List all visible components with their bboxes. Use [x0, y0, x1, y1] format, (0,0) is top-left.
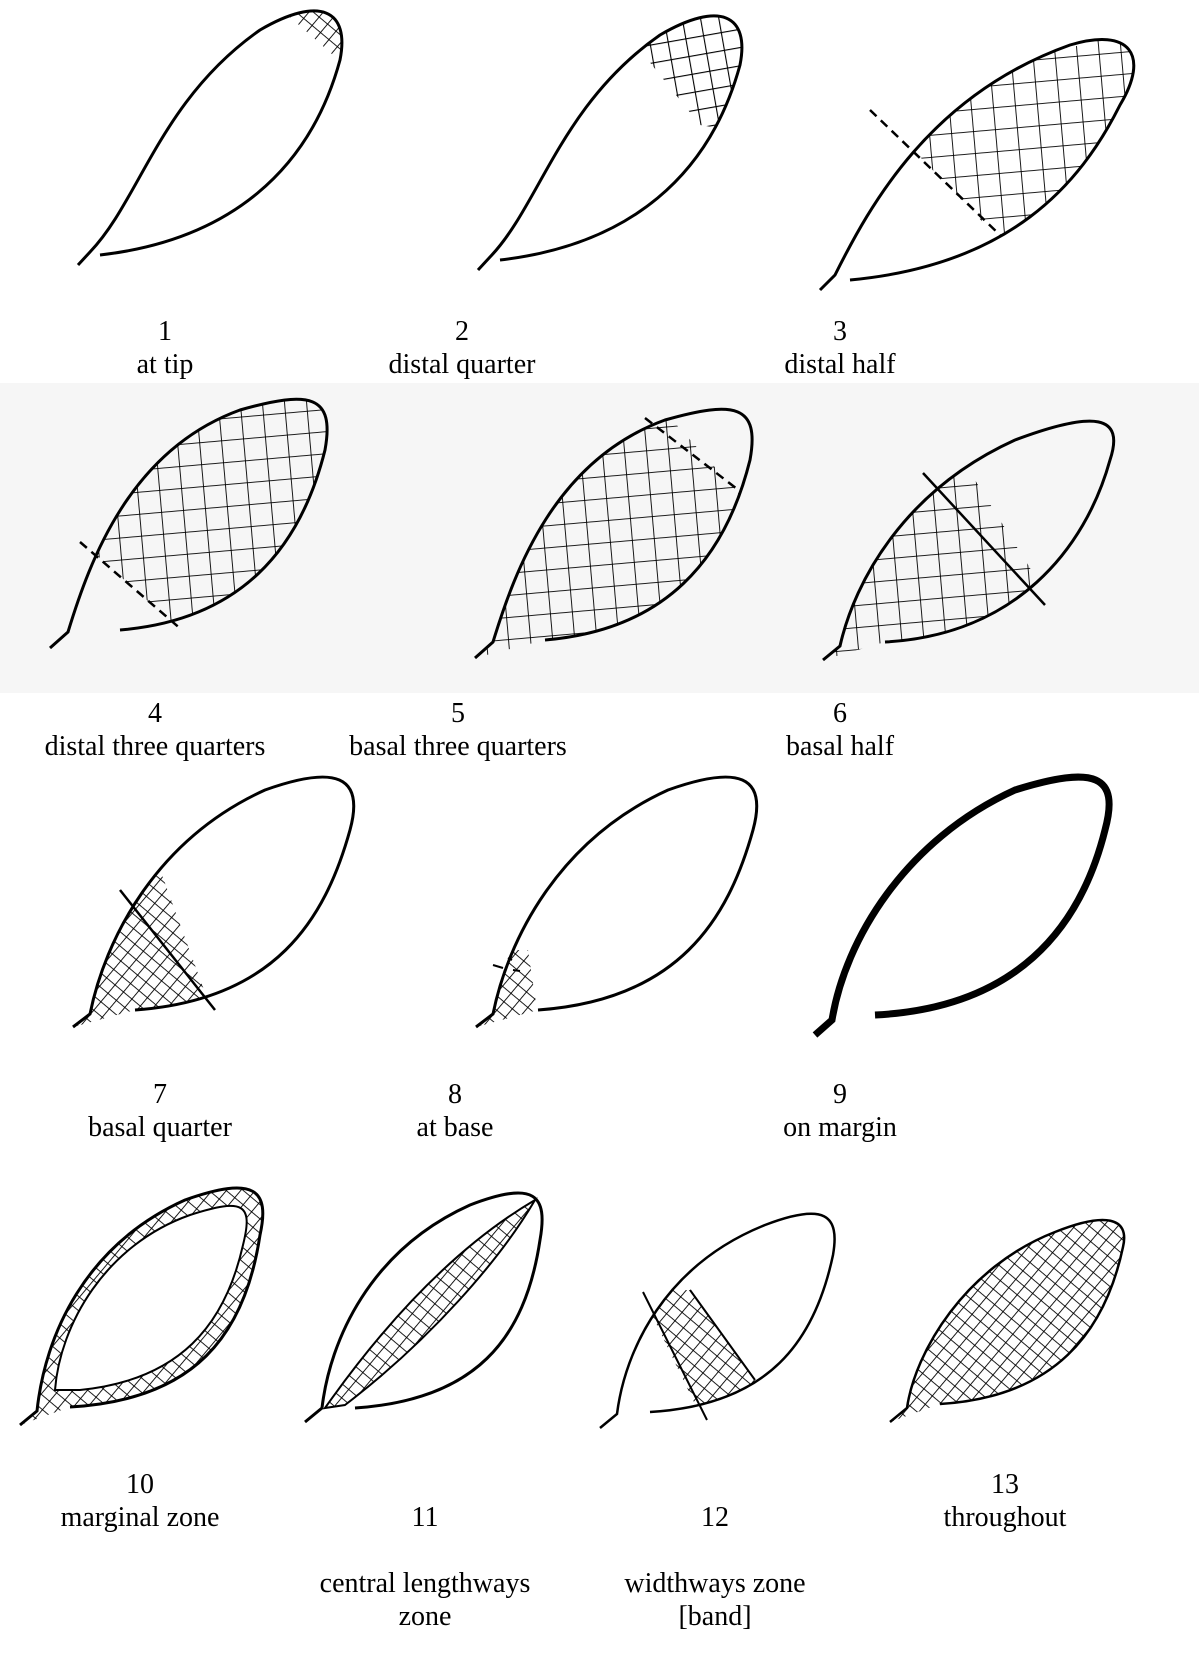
leaf-caption: distal quarter [322, 348, 602, 381]
leaf-shaded-basal-three-quarters-icon [465, 400, 775, 670]
leaf-caption: at tip [25, 348, 305, 381]
leaf-number: 2 [322, 315, 602, 348]
leaf-number: 3 [700, 315, 980, 348]
leaf-number: 8 [315, 1078, 595, 1111]
leaf-shaded-distal-half-icon [810, 35, 1150, 310]
figure-13-throughout [885, 1212, 1140, 1432]
leaf-caption: on margin [700, 1111, 980, 1144]
figure-11-central-lengthways-zone [300, 1190, 550, 1435]
leaf-shaded-widthways-band-icon [595, 1210, 845, 1435]
leaf-number: 5 [318, 697, 598, 730]
label-1: 1 at tip [25, 315, 305, 381]
leaf-number: 7 [20, 1078, 300, 1111]
figure-12-widthways-band [595, 1210, 845, 1435]
label-5: 5 basal three quarters [318, 697, 598, 763]
label-2: 2 distal quarter [322, 315, 602, 381]
leaf-shaded-distal-quarter-icon [460, 5, 760, 295]
leaf-caption: distal half [700, 348, 980, 381]
figure-2-distal-quarter [460, 5, 760, 295]
leaf-caption: central lengthways zone [285, 1567, 565, 1633]
leaf-shaded-central-lengthways-zone-icon [300, 1190, 550, 1435]
figure-9-on-margin [805, 770, 1125, 1050]
leaf-caption: basal half [700, 730, 980, 763]
figure-8-at-base [468, 770, 768, 1040]
leaf-shaded-basal-quarter-icon [65, 770, 365, 1040]
label-11: 11 central lengthways zone [285, 1468, 565, 1666]
label-9: 9 on margin [700, 1078, 980, 1144]
leaf-shaded-marginal-zone-icon [15, 1185, 275, 1435]
leaf-number: 13 [865, 1468, 1145, 1501]
leaf-caption: at base [315, 1111, 595, 1144]
leaf-number: 1 [25, 315, 305, 348]
figure-3-distal-half [810, 35, 1150, 310]
label-6: 6 basal half [700, 697, 980, 763]
figure-4-distal-three-quarters [40, 390, 350, 660]
leaf-caption: marginal zone [0, 1501, 280, 1534]
leaf-number: 11 [285, 1501, 565, 1534]
leaf-caption: basal quarter [20, 1111, 300, 1144]
label-13: 13 throughout [865, 1468, 1145, 1534]
leaf-shaded-on-margin-icon [805, 770, 1125, 1050]
leaf-number: 10 [0, 1468, 280, 1501]
leaf-shaded-throughout-icon [885, 1212, 1140, 1432]
figure-6-basal-half [815, 410, 1135, 670]
leaf-number: 6 [700, 697, 980, 730]
label-8: 8 at base [315, 1078, 595, 1144]
leaf-caption: distal three quarters [15, 730, 295, 763]
figure-10-marginal-zone [15, 1185, 275, 1435]
leaf-shaded-at-tip-icon [60, 0, 360, 290]
leaf-caption: throughout [865, 1501, 1145, 1534]
figure-5-basal-three-quarters [465, 400, 775, 670]
label-7: 7 basal quarter [20, 1078, 300, 1144]
leaf-shaded-at-base-icon [468, 770, 768, 1040]
leaf-caption: widthways zone [band] [575, 1567, 855, 1633]
figure-1-at-tip [60, 0, 360, 290]
leaf-caption: basal three quarters [318, 730, 598, 763]
leaf-number: 4 [15, 697, 295, 730]
leaf-shaded-basal-half-icon [815, 410, 1135, 670]
label-3: 3 distal half [700, 315, 980, 381]
leaf-number: 9 [700, 1078, 980, 1111]
label-10: 10 marginal zone [0, 1468, 280, 1534]
leaf-number: 12 [575, 1501, 855, 1534]
leaf-shaded-distal-three-quarters-icon [40, 390, 350, 660]
label-12: 12 widthways zone [band] [575, 1468, 855, 1666]
figure-7-basal-quarter [65, 770, 365, 1040]
label-4: 4 distal three quarters [15, 697, 295, 763]
